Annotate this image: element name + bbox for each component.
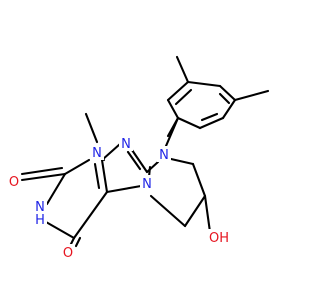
aryl-ring-bond-6 bbox=[221, 98, 237, 120]
pyr-c6-c5 bbox=[72, 190, 109, 240]
methyl-bond-right bbox=[233, 89, 270, 102]
atom-o6-label: O bbox=[63, 246, 73, 261]
ring-ch2-n bbox=[149, 194, 187, 228]
carbonyl-c2-o bbox=[20, 172, 67, 182]
ring-choh-oh bbox=[203, 194, 212, 234]
aryl-inner-2 bbox=[218, 92, 231, 105]
aryl-ring-bond-7 bbox=[198, 116, 225, 130]
atom-n7-label: N bbox=[142, 177, 152, 192]
aryl-ring-bond-3 bbox=[166, 80, 190, 102]
atom-n1-label: N bbox=[92, 146, 102, 161]
pyr-c2-nh bbox=[45, 172, 67, 206]
atom-oh-label: OH bbox=[209, 231, 229, 246]
imid-c5-n7 bbox=[105, 184, 143, 194]
imid-n3-c4 bbox=[100, 142, 122, 162]
atom-nh-hydrogen-label: H bbox=[35, 213, 45, 228]
aryl-inner-3 bbox=[200, 112, 219, 122]
carbonyl-c2-o-double bbox=[20, 166, 64, 176]
atom-n10-label: N bbox=[159, 148, 169, 163]
imid-c4-c5 bbox=[100, 158, 109, 194]
pyr-n1-c2 bbox=[63, 158, 91, 176]
ring-choh-ch2 bbox=[183, 194, 207, 228]
pyr-nh-c6 bbox=[44, 220, 76, 240]
aryl-ring-bond-2 bbox=[166, 98, 180, 120]
aryl-ring-bond-4 bbox=[186, 80, 222, 88]
carbonyl-c6-o-double bbox=[74, 236, 82, 248]
pyr-c5-c4-double bbox=[93, 162, 101, 190]
atom-n3-label: N bbox=[121, 137, 131, 152]
aryl-ring-bond-8 bbox=[176, 116, 202, 130]
ring-ch2-choh bbox=[191, 162, 207, 198]
atom-label-layer: N N N N N H O O OH bbox=[7, 135, 232, 261]
aryl-n-bond bbox=[164, 116, 180, 148]
n1-methyl-bond bbox=[84, 112, 99, 144]
ring-n-ch2 bbox=[169, 157, 195, 166]
imid-c8-n3 bbox=[130, 148, 149, 174]
aryl-ring-bond-5 bbox=[218, 84, 237, 102]
aryl-inner-1 bbox=[174, 88, 193, 106]
molecule-structure-diagram: N N N N N H O O OH bbox=[7, 55, 270, 261]
atom-nh-label: N bbox=[35, 200, 45, 215]
imid-c8-n3-double bbox=[126, 150, 142, 171]
methyl-bond-left bbox=[175, 55, 190, 84]
bond-layer bbox=[20, 55, 270, 248]
atom-o2-label: O bbox=[9, 175, 19, 190]
